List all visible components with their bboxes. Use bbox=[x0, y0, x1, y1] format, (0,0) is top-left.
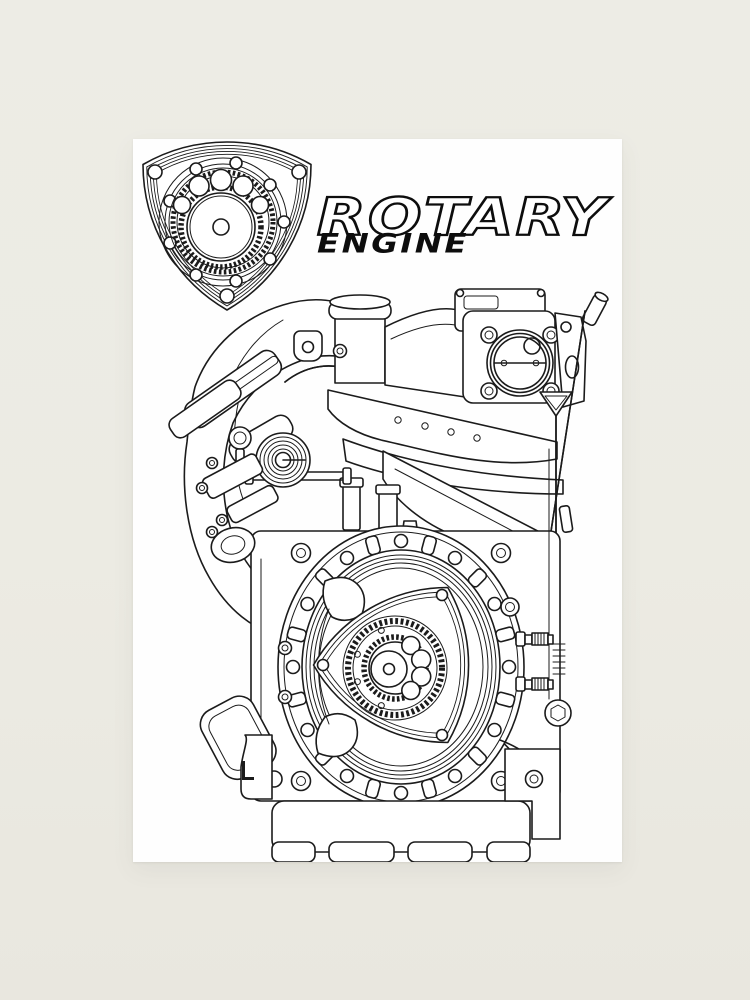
rotary-engine-line-art bbox=[168, 288, 609, 862]
filler-neck bbox=[328, 294, 392, 384]
stud-bolts bbox=[499, 597, 572, 776]
rotary-engine-poster: ROTARY ENGINE bbox=[133, 139, 622, 862]
egr-bracket-cluster bbox=[195, 426, 279, 539]
rotary-rotor-badge-icon bbox=[142, 141, 312, 311]
poster-title: ROTARY ENGINE bbox=[316, 187, 613, 260]
stationary-gear bbox=[342, 615, 448, 721]
poster-artwork: ROTARY ENGINE bbox=[142, 141, 613, 862]
title-engine: ENGINE bbox=[317, 229, 469, 260]
accessory-pulley bbox=[228, 414, 311, 488]
oil-pan bbox=[240, 734, 561, 862]
title-rotary: ROTARY bbox=[317, 188, 613, 248]
intake-plenum bbox=[384, 307, 466, 398]
throttle-body bbox=[454, 288, 609, 542]
